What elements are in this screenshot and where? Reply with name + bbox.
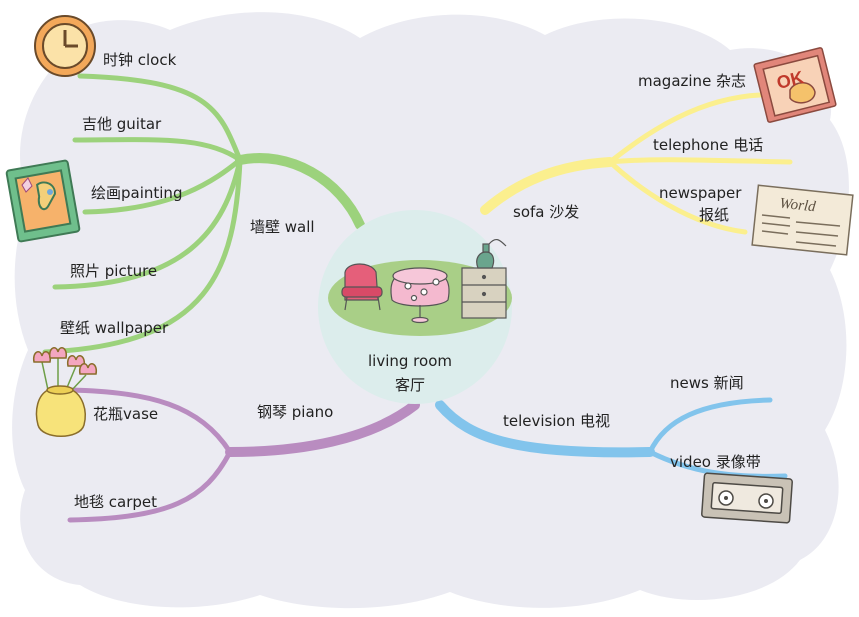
newspaper-masthead-text: World	[779, 196, 817, 216]
piano-branch-label: 钢琴 piano	[257, 403, 334, 421]
living-room-furniture-icon	[341, 238, 507, 324]
vase-icon	[32, 347, 98, 437]
wall-branch-label: 墙壁 wall	[250, 218, 315, 236]
sofa-item-telephone: telephone 电话	[653, 136, 764, 154]
wall-item-painting: 绘画painting	[91, 184, 183, 202]
magazine-icon	[753, 47, 837, 123]
sofa-item-newspaper-cn: 报纸	[699, 206, 730, 224]
piano-item-carpet: 地毯 carpet	[74, 493, 158, 511]
wall-branch-lines	[42, 73, 365, 355]
painting-icon	[5, 159, 81, 243]
television-item-video: video 录像带	[670, 453, 761, 471]
newspaper-icon	[751, 184, 854, 256]
sofa-branch-lines	[480, 92, 793, 235]
wall-item-picture: 照片 picture	[70, 262, 158, 280]
television-branch-lines	[435, 397, 788, 479]
television-item-news: news 新闻	[670, 374, 744, 392]
center-title-en: living room	[368, 352, 452, 370]
center-title-cn: 客厅	[394, 376, 425, 394]
wall-item-wallpaper: 壁纸 wallpaper	[60, 319, 169, 337]
wall-item-guitar: 吉他 guitar	[82, 115, 162, 133]
sofa-item-magazine: magazine 杂志	[638, 72, 747, 90]
video-cassette-icon	[701, 472, 793, 524]
sofa-branch-label: sofa 沙发	[513, 203, 580, 221]
sofa-item-newspaper: newspaper	[659, 184, 742, 202]
piano-branch-lines	[67, 387, 420, 523]
wall-item-clock: 时钟 clock	[103, 51, 177, 69]
clock-icon	[34, 15, 96, 77]
piano-item-vase: 花瓶vase	[93, 405, 159, 423]
television-branch-label: television 电视	[503, 412, 610, 430]
